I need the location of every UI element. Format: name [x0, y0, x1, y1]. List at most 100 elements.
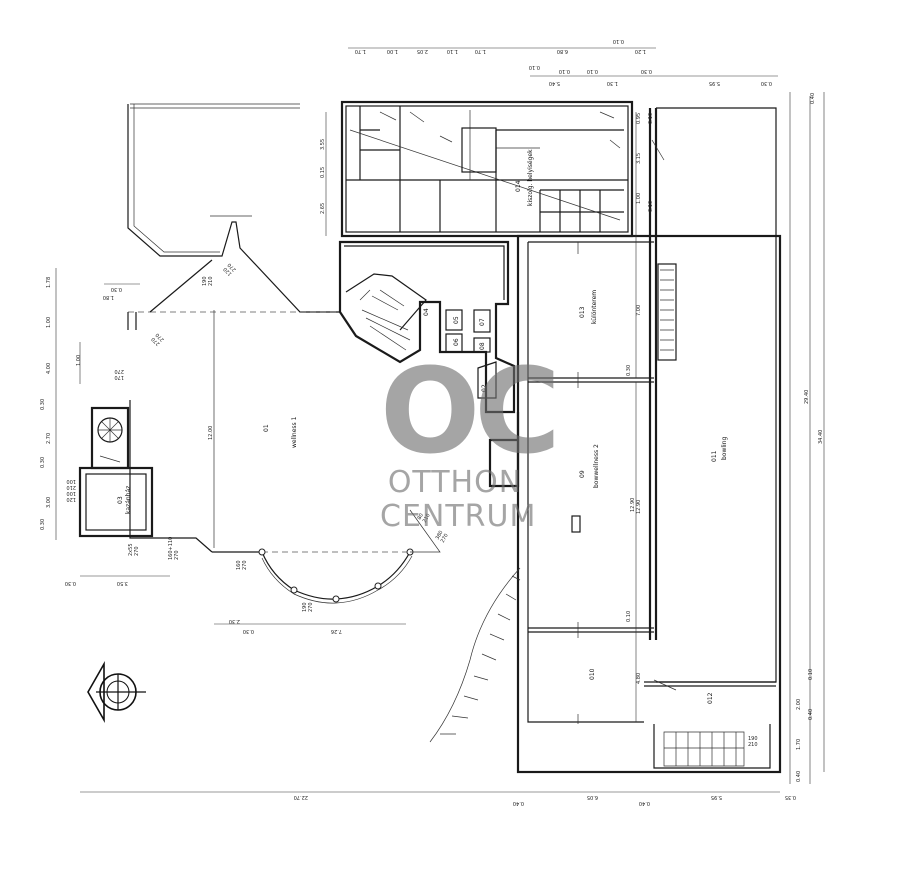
dim-top2-7: 0.30	[761, 80, 772, 86]
dim-bottom-1: 0.40	[513, 800, 524, 806]
north-arrow-icon	[87, 660, 146, 724]
dim-right-small-13: 0.40	[808, 709, 814, 720]
dim-right-small-9: 0.10	[626, 611, 632, 622]
dim-upper-0: 3.55	[320, 139, 326, 150]
room-07-number: 07	[479, 318, 486, 326]
dim-left-bottom-1: 3.50	[117, 580, 128, 586]
dim-bottom-inner-0: 2.30	[229, 618, 240, 624]
dimension-lines	[55, 47, 825, 793]
right-dimensions: 34.40 29.40 0.40 0.95 0.10 3.15 1.00 0.1…	[626, 93, 824, 782]
room-09-name: bowwellness 2	[593, 444, 600, 488]
opening-o7: 160+110270	[168, 537, 180, 560]
room-014-number: 014	[515, 180, 522, 192]
room-01-name: wellness 1	[291, 416, 298, 448]
dim-top1-2: 2.05	[417, 48, 428, 54]
dim-left-0: 1.78	[46, 277, 52, 288]
opening-o2: 270270	[150, 332, 165, 347]
dim-right-small-2: 0.10	[648, 113, 654, 124]
opening-o8: 160270	[236, 560, 248, 570]
dim-top2-1: 0.10	[559, 68, 570, 74]
dim-top2-4: 1.30	[607, 80, 618, 86]
dim-right-outer: 34.40	[818, 430, 824, 444]
dim-left-3: 0.30	[40, 399, 46, 410]
room-02-number: 02	[481, 384, 488, 392]
dim-bowwellness-height: 12.90	[636, 500, 642, 514]
room-014-name: kiszolg. helyiségek	[527, 149, 534, 206]
dim-top1-1: 1.00	[387, 48, 398, 54]
dim-top1-3: 1.10	[447, 48, 458, 54]
dim-top2-6: 5.95	[709, 80, 720, 86]
dim-left-4: 2.70	[46, 433, 52, 444]
dim-bottom-0: 22.70	[294, 794, 308, 800]
dim-right-small-15: 0.40	[796, 771, 802, 782]
opening-o4: 170270	[114, 368, 124, 380]
dim-right-small-5: 0.10	[648, 201, 654, 212]
dim-top1-4: 1.70	[475, 48, 486, 54]
room-03-number: 03	[117, 496, 124, 504]
boiler-room-03	[78, 406, 154, 538]
dim-top1-small: 0.10	[613, 38, 624, 44]
dim-left-small-1: 1.80	[103, 294, 114, 300]
terrace-outline	[127, 103, 340, 313]
dim-bottom-inner-2: 7.26	[331, 628, 342, 634]
opening-o3: 120270	[222, 262, 237, 277]
left-dimensions: 1.78 1.00 4.00 0.30 2.70 0.30 3.00 0.30 …	[40, 277, 128, 586]
inner-dimensions: 3.55 0.15 2.65 12.00 12.90 2.30 0.30 7.2…	[208, 139, 642, 634]
dim-right-small-1: 0.95	[636, 113, 642, 124]
room-06-number: 06	[453, 338, 460, 346]
dim-upper-2: 2.65	[320, 203, 326, 214]
dim-left-small-2: 1.00	[76, 355, 82, 366]
dim-bottom-3: 0.40	[639, 800, 650, 806]
opening-o11: 380270	[435, 530, 450, 544]
room-013-name: különterem	[591, 290, 598, 324]
right-building	[488, 107, 782, 774]
top-dimension-row-1: 1.70 1.00 2.05 1.10 1.70 6.80 1.20 0.10	[355, 38, 646, 54]
room-09-number: 09	[579, 470, 586, 478]
slope-hatching	[429, 567, 521, 743]
dim-right-small-6: 7.00	[636, 305, 642, 316]
room-05-number: 05	[453, 316, 460, 324]
dim-bottom-inner-1: 0.30	[243, 628, 254, 634]
bottom-dimensions: 22.70 0.40 6.05 0.40 5.95 0.35	[294, 794, 796, 806]
dim-top1-5: 6.80	[557, 48, 568, 54]
dim-right-small-10: 4.80	[636, 673, 642, 684]
wellness-1-outline	[127, 259, 410, 553]
dim-right-small-11: 0.10	[808, 669, 814, 680]
room-012-number: 012	[707, 692, 714, 704]
opening-o9: 190270	[302, 602, 314, 612]
dim-right-small-12: 2.00	[796, 699, 802, 710]
dim-right-small-3: 3.15	[636, 153, 642, 164]
opening-o5: 120100210100	[66, 478, 76, 502]
dim-left-small-0: 0.30	[111, 286, 122, 292]
dim-top1-6: 1.20	[635, 48, 646, 54]
dim-bottom-4: 5.95	[711, 794, 722, 800]
dim-upper-1: 0.15	[320, 167, 326, 178]
dim-top2-3: 5.40	[549, 80, 560, 86]
dim-wellness-height: 12.00	[208, 426, 214, 440]
room-010-number: 010	[589, 668, 596, 680]
dim-right-inner: 29.40	[804, 390, 810, 404]
dim-top1-0: 1.70	[355, 48, 366, 54]
room-011-name: bowling	[721, 436, 728, 460]
opening-o6: 2x55270	[128, 543, 140, 556]
dim-left-1: 1.00	[46, 317, 52, 328]
dim-bottom-5: 0.35	[785, 794, 796, 800]
dim-left-5: 0.30	[40, 457, 46, 468]
top-dimension-row-2: 0.10 0.10 0.10 5.40 1.30 0.30 5.95 0.30	[529, 64, 772, 86]
dim-right-small-7: 0.30	[626, 365, 632, 376]
curved-facade	[258, 509, 441, 604]
dim-left-6: 3.00	[46, 497, 52, 508]
dim-left-7: 0.30	[40, 519, 46, 530]
opening-dimensions: 190210 270270 120270 170270 120100210100…	[66, 262, 757, 748]
room-04-number: 04	[423, 308, 430, 316]
room-011-number: 011	[711, 450, 718, 462]
opening-o1: 190210	[202, 276, 214, 286]
opening-o10: 80210	[417, 510, 432, 524]
dim-right-small-0: 0.40	[810, 93, 816, 104]
dim-right-small-4: 1.00	[636, 193, 642, 204]
dim-top2-2: 0.10	[587, 68, 598, 74]
stair-block-04	[338, 240, 516, 414]
dim-left-2: 4.00	[46, 363, 52, 374]
